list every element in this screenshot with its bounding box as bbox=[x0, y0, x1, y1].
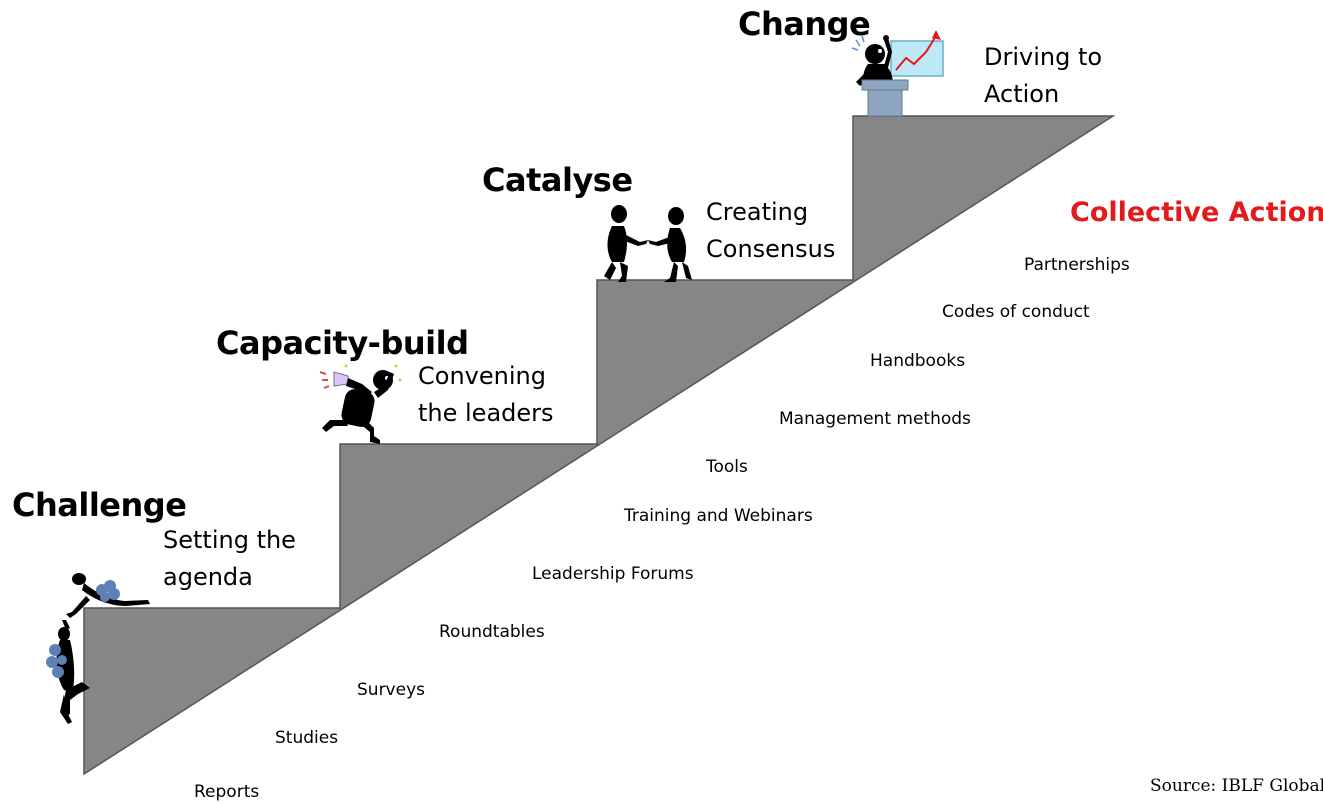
stage-desc-line: Action bbox=[984, 80, 1060, 108]
staircase-shape bbox=[83, 115, 1116, 776]
handshake-icon bbox=[604, 205, 692, 282]
stage-desc-line: the leaders bbox=[418, 399, 554, 427]
stage-desc-line: agenda bbox=[163, 563, 253, 591]
megaphone-icon bbox=[319, 364, 402, 444]
stage-desc-change: Driving to Action bbox=[984, 39, 1102, 113]
activity-item: Partnerships bbox=[1024, 255, 1130, 275]
activity-item: Surveys bbox=[357, 680, 425, 700]
activity-item: Studies bbox=[275, 728, 339, 748]
stage-title-change: Change bbox=[738, 5, 871, 43]
collective-action-heading: Collective Action bbox=[1070, 197, 1323, 228]
source-credit: Source: IBLF Global bbox=[1150, 776, 1323, 796]
activity-item: Roundtables bbox=[439, 622, 545, 642]
activity-item: Handbooks bbox=[870, 351, 966, 371]
stage-title-capacity-build: Capacity-build bbox=[216, 324, 469, 362]
stage-desc-line: Creating bbox=[706, 198, 809, 226]
activity-item: Leadership Forums bbox=[532, 564, 694, 584]
activity-item: Codes of conduct bbox=[942, 302, 1090, 322]
activity-item: Tools bbox=[706, 457, 748, 477]
stage-title-catalyse: Catalyse bbox=[482, 161, 633, 199]
stage-desc-line: Setting the bbox=[163, 526, 296, 554]
stage-desc-challenge: Setting the agenda bbox=[163, 522, 296, 596]
presenter-icon bbox=[851, 30, 944, 117]
stage-desc-capacity-build: Convening the leaders bbox=[418, 358, 554, 432]
stage-desc-line: Convening bbox=[418, 362, 546, 390]
activity-item: Reports bbox=[194, 782, 260, 802]
stage-desc-catalyse: Creating Consensus bbox=[706, 194, 835, 268]
stage-desc-line: Driving to bbox=[984, 43, 1103, 71]
climbers-icon bbox=[46, 573, 150, 724]
stage-title-challenge: Challenge bbox=[12, 486, 187, 524]
activity-item: Management methods bbox=[779, 409, 971, 429]
activity-item: Training and Webinars bbox=[624, 506, 813, 526]
stage-desc-line: Consensus bbox=[706, 235, 836, 263]
